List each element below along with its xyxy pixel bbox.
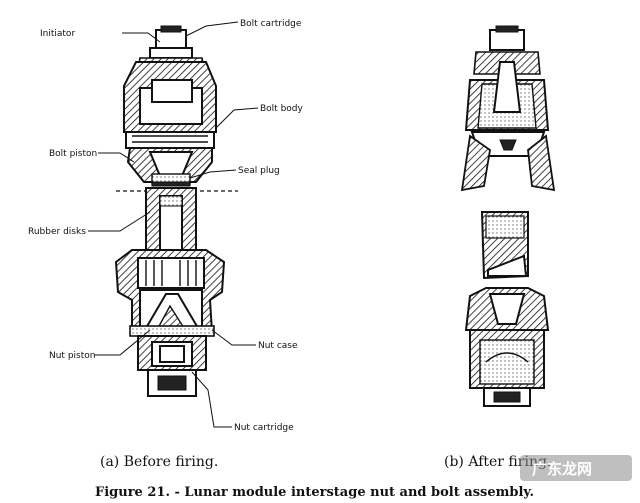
label-bolt-cartridge: Bolt cartridge: [240, 19, 302, 29]
label-nut-piston: Nut piston: [49, 351, 95, 361]
label-bolt-body: Bolt body: [260, 104, 304, 114]
label-bolt-piston: Bolt piston: [49, 149, 97, 159]
label-nut-case: Nut case: [258, 341, 298, 351]
after-nut-assembly: [464, 287, 550, 407]
label-seal-plug: Seal plug: [238, 166, 280, 176]
label-nut-cartridge: Nut cartridge: [234, 423, 294, 433]
figure-caption: Figure 21. - Lunar module interstage nut…: [95, 485, 534, 500]
label-rubber-disks: Rubber disks: [28, 227, 86, 237]
subtitle-before-firing: (a) Before firing.: [100, 454, 218, 470]
leader-lines: [88, 21, 259, 428]
after-firing-drawing: [460, 25, 556, 407]
after-bolt-shank: [480, 211, 529, 280]
bolt-body-part: [123, 61, 217, 149]
watermark-text: 广东龙网: [532, 460, 592, 478]
nut-cartridge-part: [137, 335, 207, 397]
before-firing-drawing: [114, 25, 238, 397]
watermark: 广东龙网: [520, 455, 632, 481]
initiator-part: [149, 25, 193, 59]
seal-plug-part: [151, 173, 191, 187]
label-initiator: Initiator: [40, 29, 75, 39]
after-bolt-upper: [460, 25, 556, 192]
